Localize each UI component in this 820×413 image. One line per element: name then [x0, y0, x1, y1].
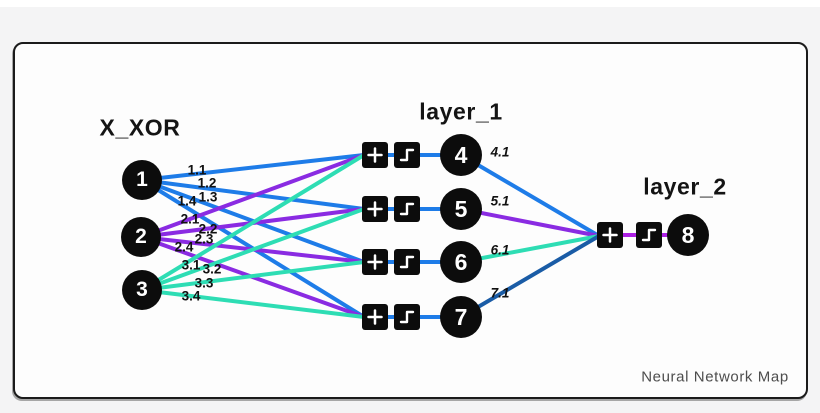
activation-block-6 — [394, 249, 420, 275]
activation-block-8 — [636, 222, 662, 248]
edge-weight-label-1.3: 1.3 — [198, 189, 218, 205]
sum-block-6 — [362, 249, 388, 275]
edge-3.2 — [140, 207, 366, 292]
edge-weight-label-2.4: 2.4 — [174, 239, 194, 255]
edge-weight-label-7.1: 7.1 — [490, 285, 510, 301]
step-function-icon — [399, 148, 415, 162]
step-function-icon — [399, 255, 415, 269]
edge-3.3 — [140, 260, 366, 292]
sum-block-8 — [597, 222, 623, 248]
edge-weight-label-6.1: 6.1 — [490, 242, 510, 258]
edge-7.1 — [459, 234, 601, 319]
plus-icon — [367, 201, 383, 217]
input-neuron-2: 2 — [121, 217, 161, 257]
edge-weight-label-2.1: 2.1 — [180, 211, 200, 227]
input-neuron-3: 3 — [122, 270, 162, 310]
output-neuron-8: 8 — [667, 214, 709, 256]
edge-4.1 — [459, 153, 601, 238]
hidden-layer-title: layer_1 — [419, 98, 503, 125]
input-neuron-1: 1 — [122, 160, 162, 200]
plus-icon — [602, 227, 618, 243]
hidden-neuron-4: 4 — [440, 134, 482, 176]
edge-weight-label-2.3: 2.3 — [194, 231, 214, 247]
edge-weight-label-3.3: 3.3 — [194, 275, 214, 291]
activation-block-5 — [394, 196, 420, 222]
edge-weight-label-3.1: 3.1 — [181, 257, 201, 273]
hidden-neuron-5: 5 — [440, 188, 482, 230]
edge-weight-label-3.4: 3.4 — [181, 288, 201, 304]
plus-icon — [367, 254, 383, 270]
edge-weight-label-1.4: 1.4 — [177, 193, 197, 209]
input-layer-title: X_XOR — [99, 114, 181, 141]
edge-1.1 — [140, 153, 366, 182]
step-function-icon — [399, 202, 415, 216]
step-function-icon — [399, 310, 415, 324]
edge-3.1 — [140, 153, 366, 292]
edge-weight-label-3.2: 3.2 — [202, 261, 222, 277]
edge-weight-label-1.1: 1.1 — [187, 162, 207, 178]
plus-icon — [367, 147, 383, 163]
output-layer-title: layer_2 — [643, 173, 727, 200]
edge-weight-label-4.1: 4.1 — [490, 144, 510, 160]
edge-weight-label-2.2: 2.2 — [198, 221, 218, 237]
top-white-strip — [0, 0, 820, 7]
plus-icon — [367, 309, 383, 325]
hidden-neuron-7: 7 — [440, 296, 482, 338]
edge-5.1 — [459, 207, 601, 238]
step-function-icon — [641, 228, 657, 242]
edge-6.1 — [459, 234, 601, 264]
edge-weight-label-5.1: 5.1 — [490, 193, 510, 209]
edge-weight-label-1.2: 1.2 — [197, 175, 217, 191]
activation-block-4 — [394, 142, 420, 168]
sum-block-7 — [362, 304, 388, 330]
hidden-neuron-6: 6 — [440, 241, 482, 283]
sum-block-5 — [362, 196, 388, 222]
edge-2.1 — [139, 153, 366, 239]
sum-block-4 — [362, 142, 388, 168]
activation-block-7 — [394, 304, 420, 330]
diagram-caption: Neural Network Map — [641, 368, 789, 386]
edge-3.4 — [140, 288, 366, 319]
